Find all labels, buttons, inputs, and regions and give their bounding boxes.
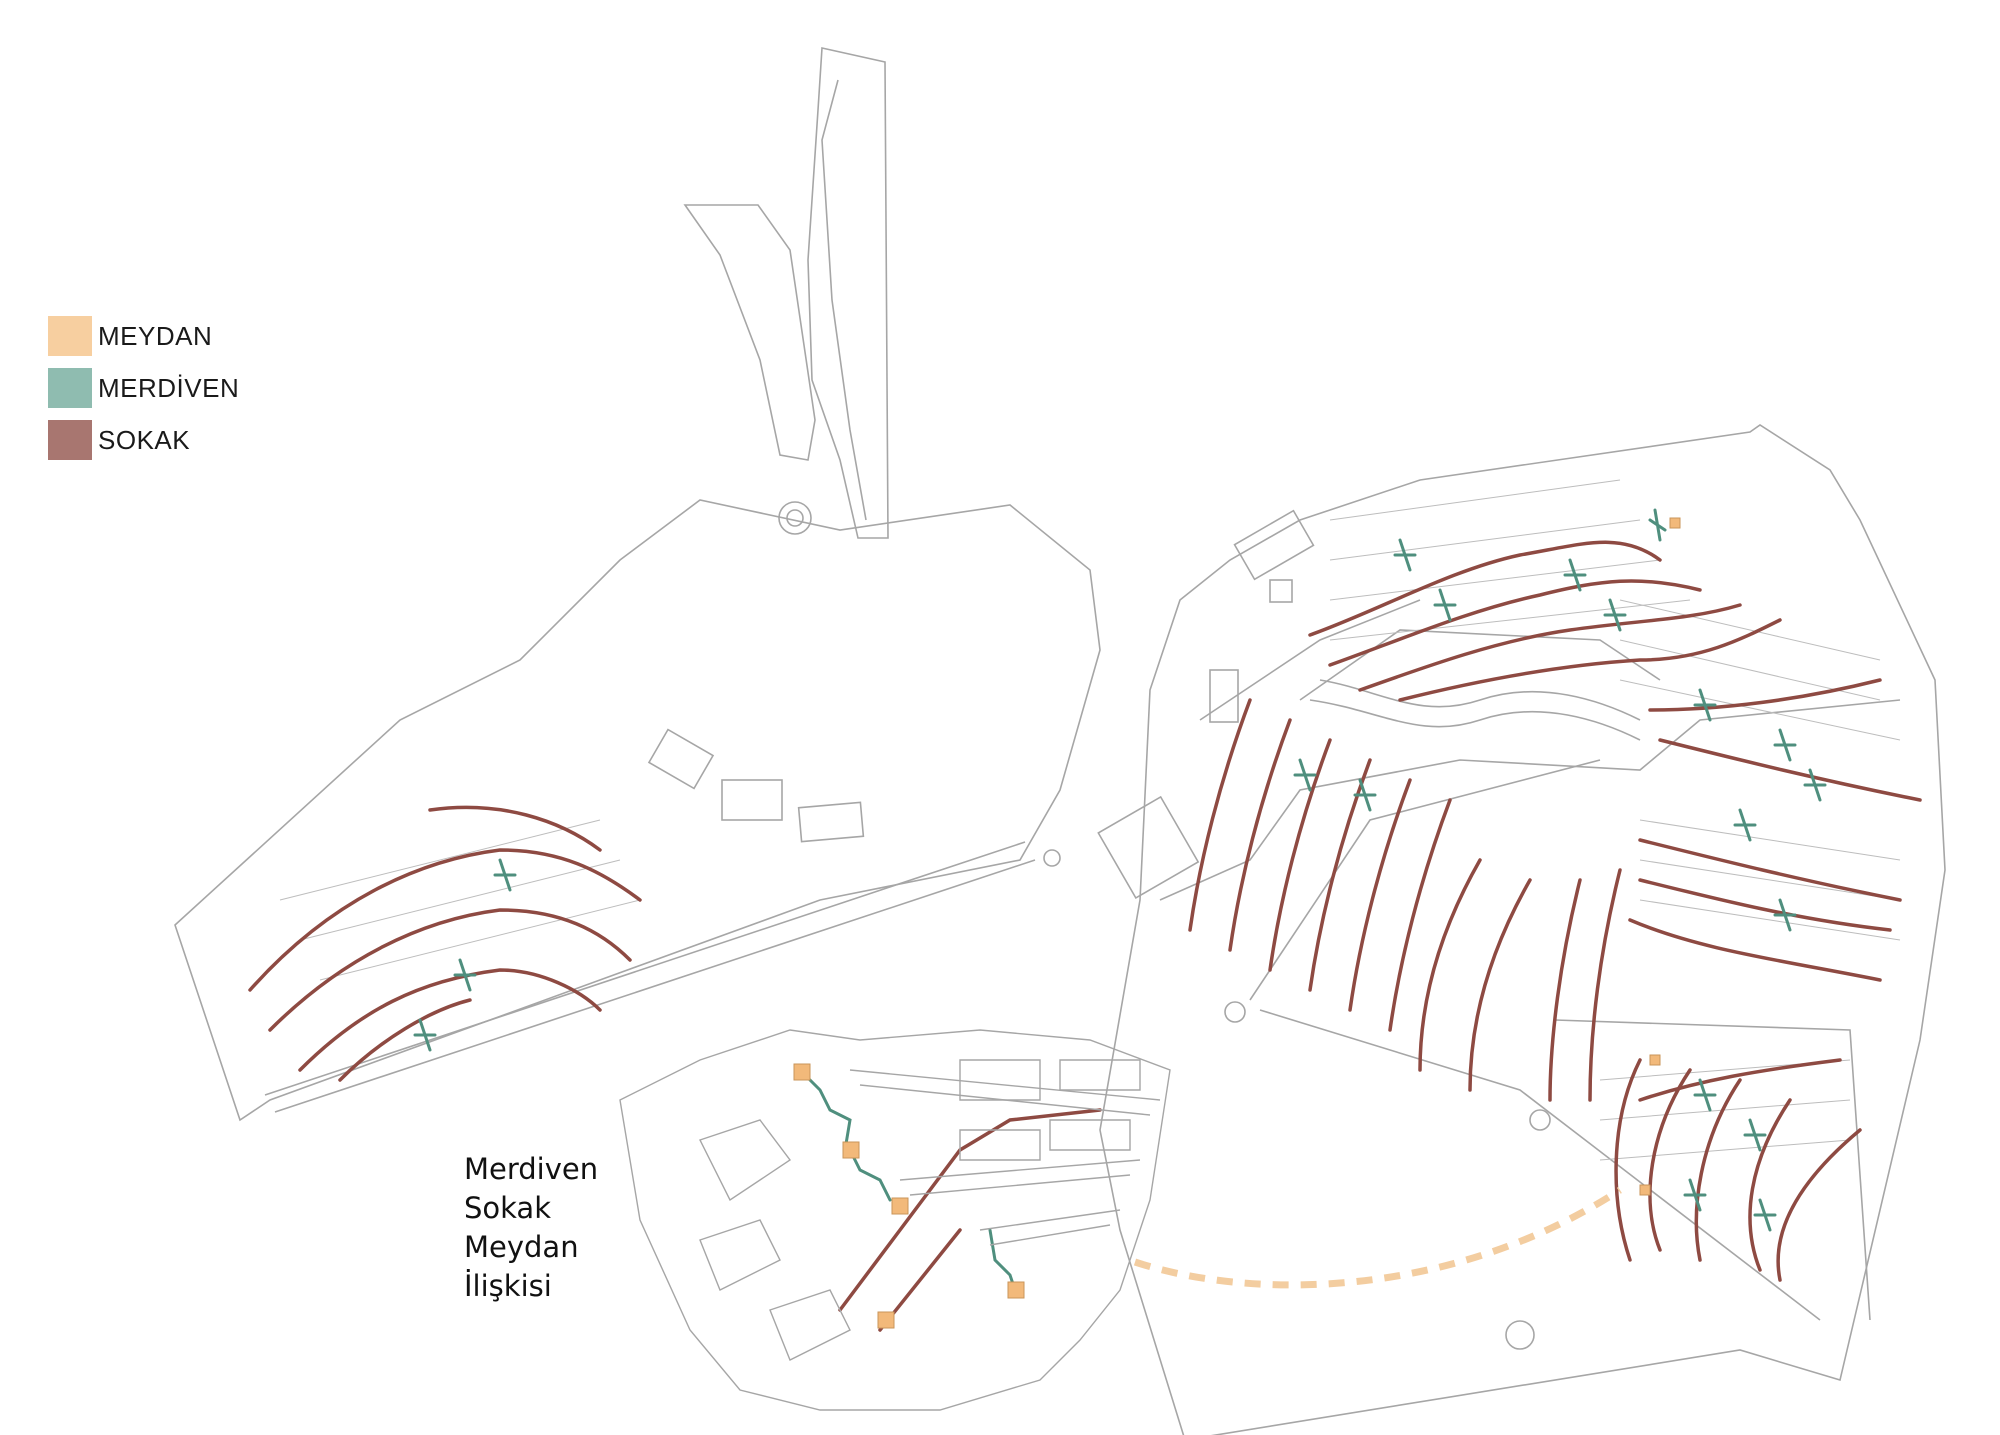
legend-item-sokak: SOKAK	[48, 414, 239, 466]
inset-caption: Merdiven Sokak Meydan İlişkisi	[464, 1150, 598, 1306]
caption-line-1: Merdiven	[464, 1152, 599, 1186]
legend-label-sokak: SOKAK	[98, 424, 191, 455]
stair-lines	[413, 508, 1827, 1292]
legend-item-meydan: MEYDAN	[48, 310, 239, 362]
inset-outline	[619, 1029, 1171, 1411]
legend-label-merdiven: MERDİVEN	[98, 372, 240, 403]
map-legend: MEYDAN MERDİVEN SOKAK	[48, 310, 239, 466]
site-outline	[174, 47, 1946, 1435]
caption-line-3: Meydan	[464, 1230, 579, 1264]
legend-item-merdiven: MERDİVEN	[48, 362, 239, 414]
caption-line-2: Sokak	[464, 1191, 551, 1225]
legend-swatch-sokak	[48, 420, 92, 460]
legend-label-meydan: MEYDAN	[98, 320, 213, 351]
legend-swatch-meydan	[48, 316, 92, 356]
caption-line-4: İlişkisi	[464, 1269, 552, 1303]
inset-connector-line	[1133, 1187, 1622, 1289]
square-markers	[793, 517, 1681, 1329]
legend-swatch-merdiven	[48, 368, 92, 408]
street-lines	[248, 540, 1922, 1332]
